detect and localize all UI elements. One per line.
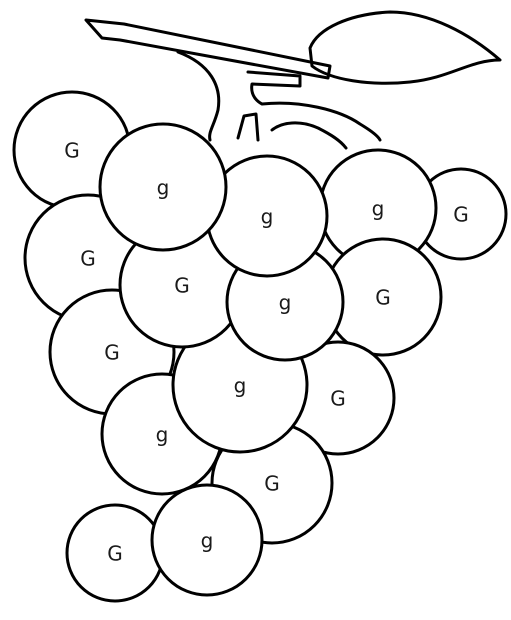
leaf (310, 12, 500, 83)
grape-gene-label: G (264, 472, 280, 496)
grape-gene-label: g (261, 205, 274, 229)
grape-gene-label: g (372, 197, 385, 221)
grape-gene-label: G (453, 203, 469, 227)
stem (86, 20, 330, 78)
grape-gene-label: g (279, 291, 292, 315)
grape-gene-label: g (157, 176, 170, 200)
grape-gene-label: g (156, 423, 169, 447)
grape-gene-label: g (234, 374, 247, 398)
grape-gene-label: G (107, 542, 123, 566)
grape-gene-label: g (201, 529, 214, 553)
grape-gene-label: G (375, 286, 391, 310)
grape-gene-label: G (64, 139, 80, 163)
small-stalk (238, 114, 258, 140)
grape-gene-label: G (104, 341, 120, 365)
small-stalk-2 (272, 123, 346, 148)
grape-gene-label: G (80, 247, 96, 271)
grape-gene-label: G (174, 274, 190, 298)
grape-gene-label: G (330, 387, 346, 411)
